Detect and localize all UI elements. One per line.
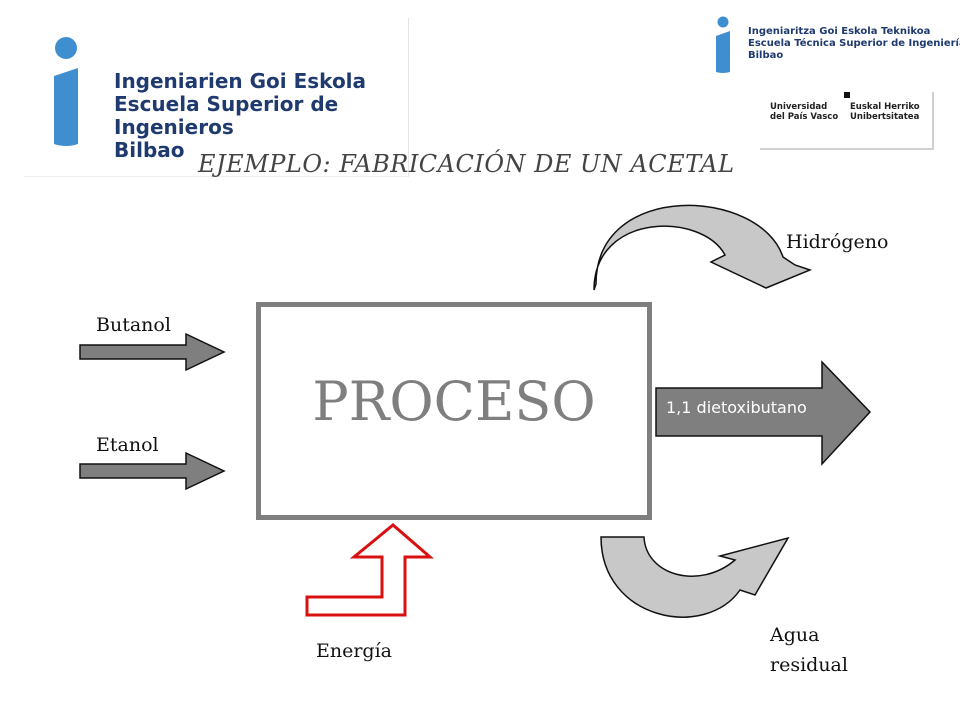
output-label-hydrogen: Hidrógeno	[786, 231, 889, 253]
energy-label: Energía	[316, 640, 392, 662]
process-box	[256, 302, 652, 520]
school-logo-right: Ingeniaritza Goi Eskola Teknikoa Escuela…	[706, 12, 960, 78]
university-name-es: Universidad del País Vasco	[770, 102, 839, 122]
etanol-arrow-icon	[79, 451, 226, 491]
butanol-arrow-icon	[79, 332, 226, 372]
output-label-waste-line1: Agua	[770, 624, 820, 646]
university-logo: Universidad del País Vasco Euskal Herrik…	[760, 92, 934, 150]
product-arrow-icon	[655, 360, 872, 466]
process-label: PROCESO	[312, 370, 596, 433]
slide-title: EJEMPLO: FABRICACIÓN DE UN ACETAL	[198, 150, 735, 178]
school-name-right: Ingeniaritza Goi Eskola Teknikoa Escuela…	[748, 26, 960, 61]
output-label-product: 1,1 dietoxibutano	[666, 398, 807, 417]
university-mark-icon	[844, 92, 850, 98]
i-logo-small-icon	[716, 16, 730, 73]
university-name-eu: Euskal Herriko Unibertsitatea	[850, 102, 920, 122]
school-name-left: Ingeniarien Goi Eskola Escuela Superior …	[114, 69, 367, 162]
i-logo-icon	[54, 37, 78, 146]
output-label-waste-line2: residual	[770, 654, 848, 676]
energy-arrow-icon	[305, 523, 435, 617]
input-label-butanol: Butanol	[96, 314, 171, 336]
waste-arrow-icon	[600, 536, 790, 618]
hydrogen-arrow-icon	[593, 204, 813, 291]
input-label-etanol: Etanol	[96, 434, 159, 456]
school-logo-left: Ingeniarien Goi Eskola Escuela Superior …	[24, 18, 409, 177]
